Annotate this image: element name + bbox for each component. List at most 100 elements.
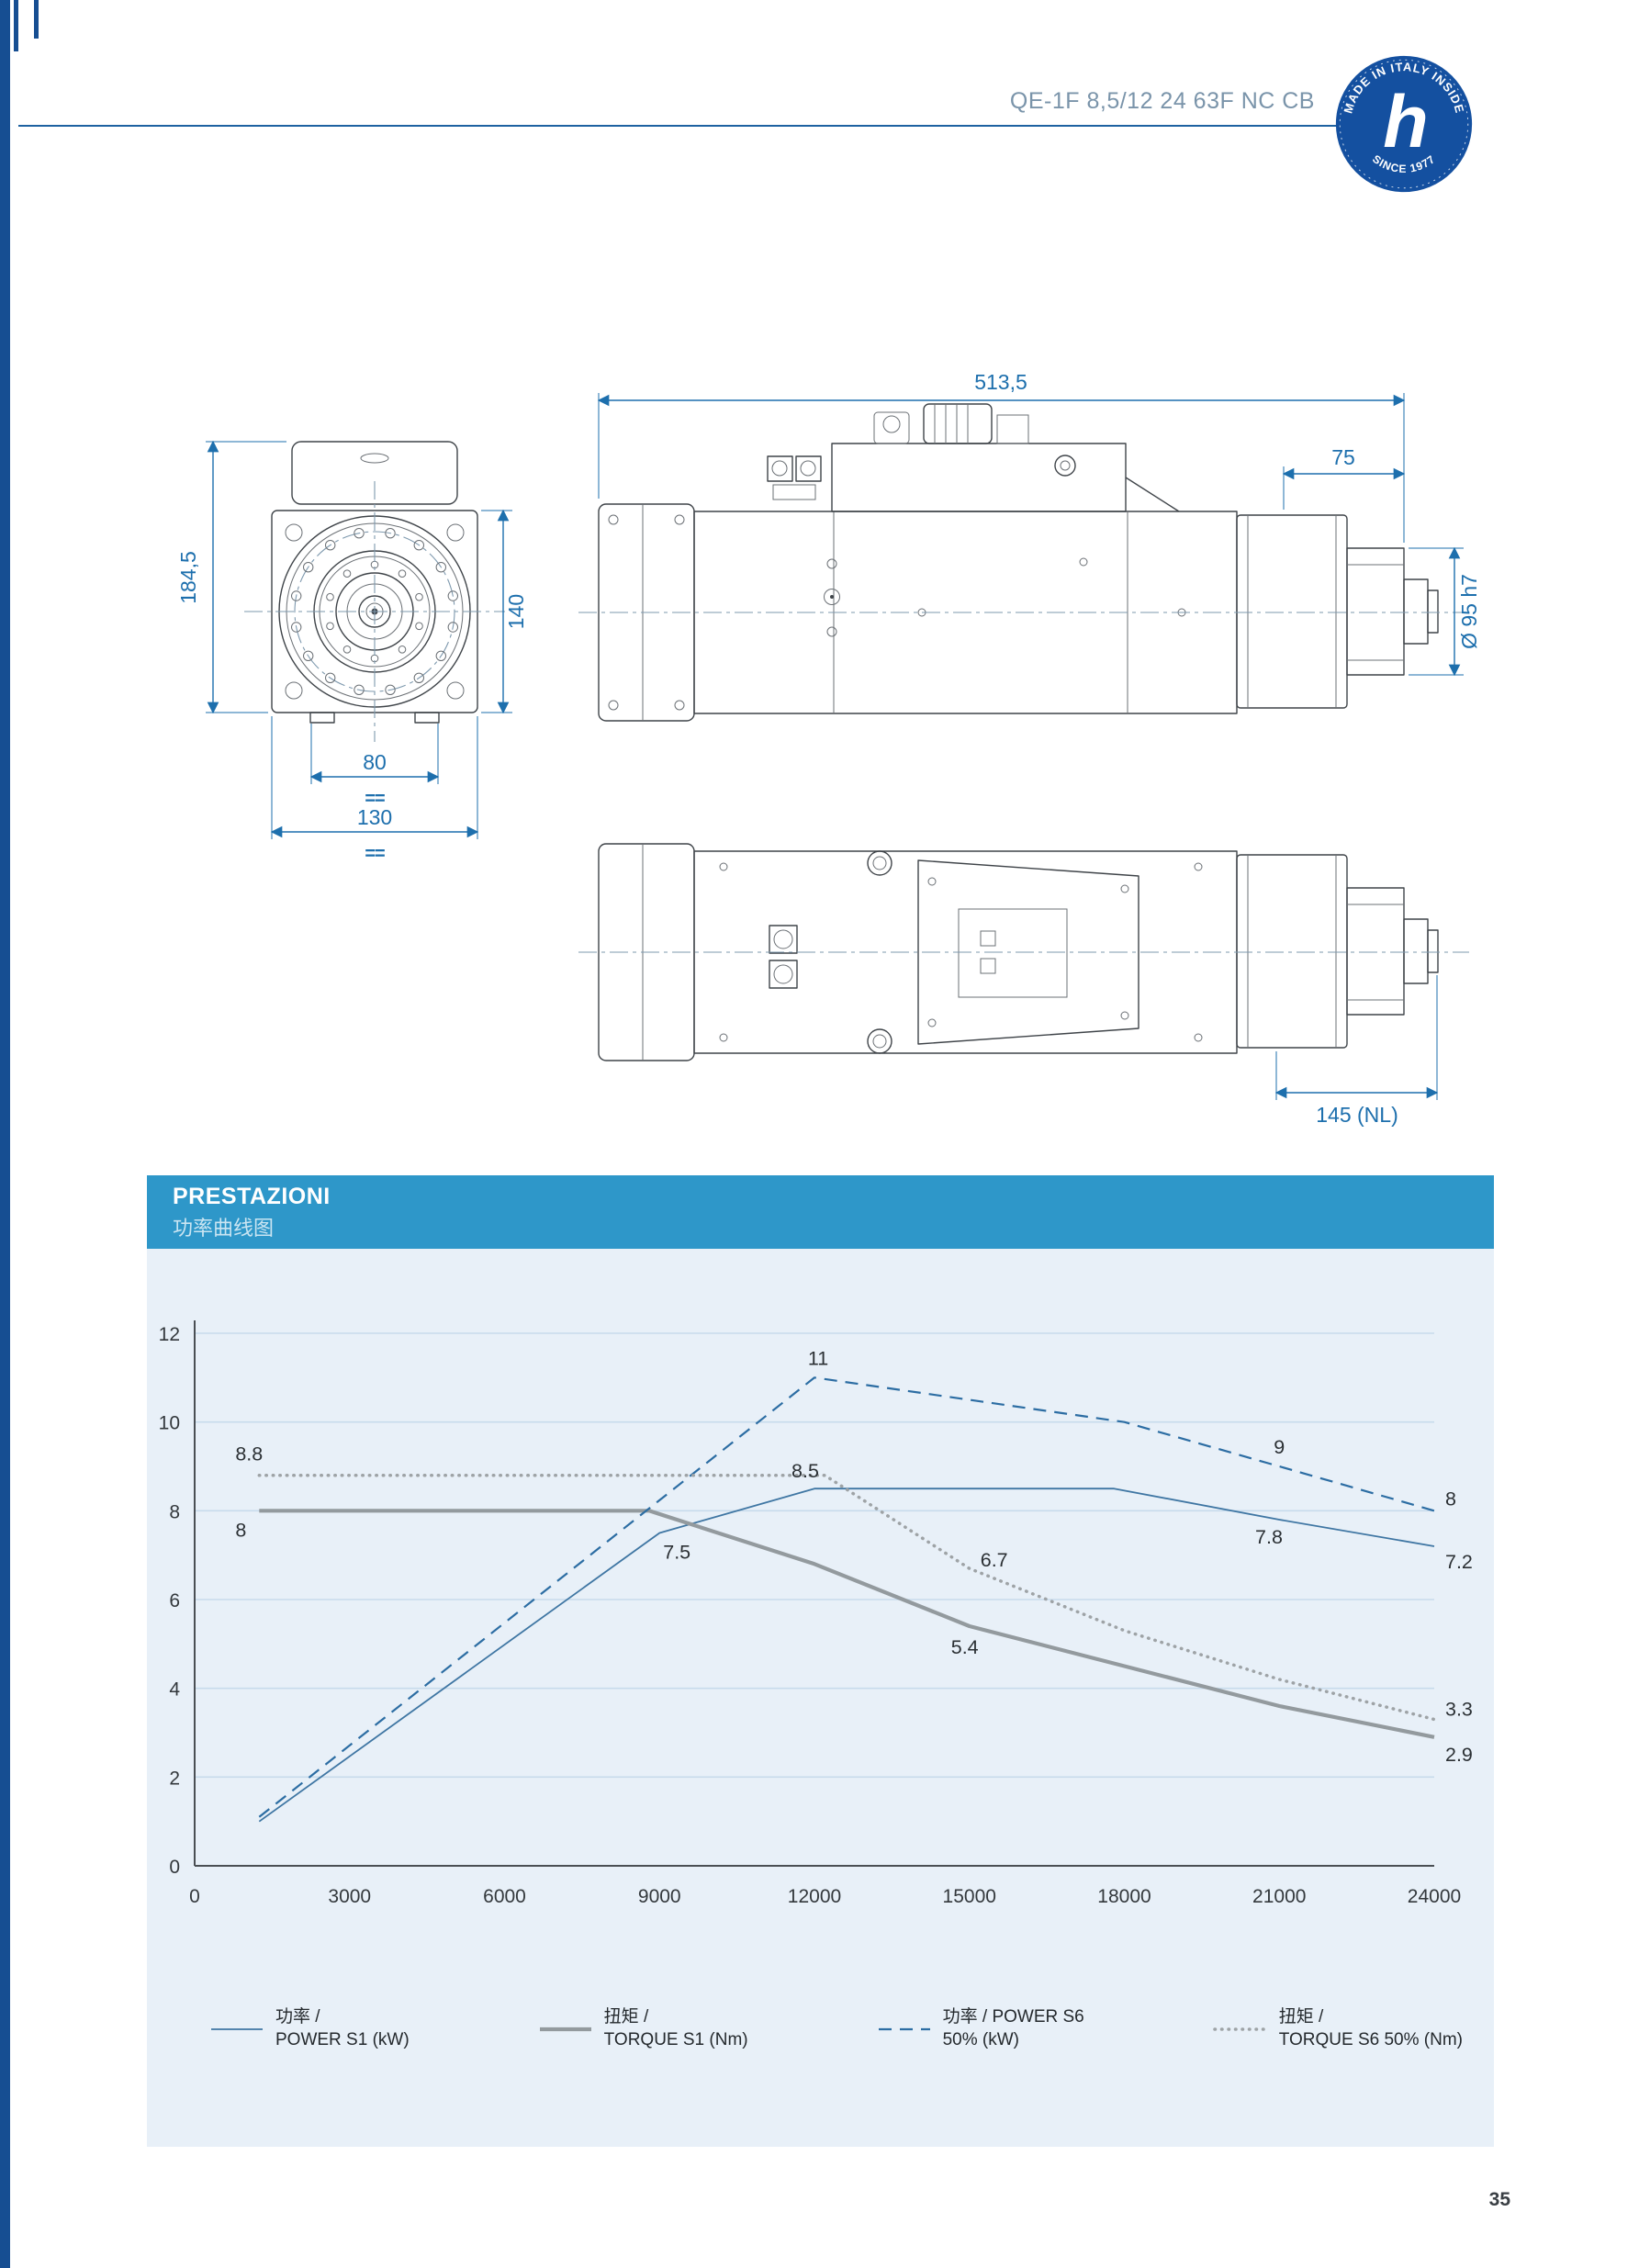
bolt-hole (398, 569, 407, 578)
technical-drawings: 184,5 140 80 == 130 == (176, 370, 1481, 1127)
x-tick-label: 21000 (1252, 1886, 1306, 1907)
dim-bottom-nose-length: 145 (NL) (1274, 975, 1439, 1127)
dim-label-shaft: Ø 95 h7 (1457, 574, 1481, 649)
bolt-hole (415, 592, 423, 601)
symmetry-mark: == (365, 789, 385, 809)
corner-mark (14, 0, 18, 51)
y-tick-label: 0 (169, 1857, 180, 1878)
dim-label-513-5: 513,5 (974, 370, 1027, 394)
bolt-hole (413, 540, 424, 551)
bolt-hole (398, 646, 407, 654)
y-tick-label: 6 (169, 1590, 180, 1611)
symmetry-mark: == (365, 844, 385, 864)
bolt-hole (354, 684, 365, 695)
legend-label: 扭矩 /TORQUE S6 50% (Nm) (1278, 2007, 1463, 2049)
y-tick-label: 10 (159, 1413, 180, 1434)
bolt-hole (303, 650, 314, 661)
bolt-hole (447, 622, 458, 633)
legend-label: 功率 /POWER S1 (kW) (275, 2007, 410, 2049)
left-edge-accent-bar (0, 0, 10, 2268)
header-rule (18, 125, 1339, 127)
panel-subtitle: 功率曲线图 (173, 1216, 275, 1240)
x-tick-label: 6000 (483, 1886, 526, 1907)
value-label: 7.2 (1445, 1551, 1473, 1573)
legend-swatch (211, 2027, 263, 2030)
legend-item: 扭矩 /TORQUE S6 50% (Nm) (1213, 2006, 1463, 2051)
series-line-1 (259, 1509, 1435, 1739)
value-label: 2.9 (1445, 1744, 1473, 1766)
bolt-hole (447, 590, 458, 601)
bolt-hole (326, 622, 334, 631)
bottom-view-drawing (578, 843, 1469, 1061)
value-label: 7.5 (663, 1542, 690, 1564)
dim-label-80: 80 (363, 750, 387, 774)
x-tick-label: 0 (189, 1886, 200, 1907)
value-label: 8 (235, 1519, 246, 1541)
bolt-hole (291, 590, 302, 601)
dim-front-body-width: 130 == (270, 716, 479, 864)
y-tick-label: 8 (169, 1501, 180, 1522)
bolt-hole (385, 528, 396, 539)
dim-side-rear-section: 75 (1282, 445, 1406, 510)
value-label: 11 (808, 1347, 828, 1369)
legend-swatch (539, 2027, 591, 2031)
x-tick-label: 9000 (638, 1886, 681, 1907)
bolt-hole (354, 528, 365, 539)
bolt-hole (303, 562, 314, 573)
dim-side-total-length: 513,5 (597, 370, 1406, 543)
y-tick-label: 12 (159, 1324, 180, 1345)
series-line-3 (257, 1473, 1436, 1722)
dim-front-foot-spacing: 80 == (309, 724, 440, 809)
corner-mark (34, 0, 39, 39)
bolt-hole (385, 684, 396, 695)
logo-letter-h: h (1383, 81, 1428, 163)
x-tick-label: 15000 (943, 1886, 996, 1907)
side-view-drawing (578, 403, 1469, 722)
value-label: 8 (1445, 1488, 1456, 1510)
bolt-hole (325, 540, 336, 551)
x-tick-label: 12000 (788, 1886, 841, 1907)
dim-label-140: 140 (504, 594, 528, 629)
made-in-italy-badge: MADE IN ITALY INSIDE SINCE 1977 h (1335, 55, 1473, 193)
y-tick-label: 4 (169, 1679, 180, 1701)
product-title: QE-1F 8,5/12 24 63F NC CB (1009, 88, 1315, 114)
front-view-drawing (244, 441, 505, 742)
bolt-hole (435, 650, 446, 661)
bolt-hole (291, 622, 302, 633)
value-label: 5.4 (951, 1636, 979, 1658)
y-tick-label: 2 (169, 1768, 180, 1789)
value-label: 7.8 (1255, 1526, 1283, 1548)
x-tick-label: 3000 (328, 1886, 371, 1907)
dim-label-75: 75 (1331, 445, 1355, 469)
series-line-2 (258, 1376, 1435, 1818)
dim-label-130: 130 (357, 805, 392, 829)
legend-swatch (878, 2027, 930, 2030)
performance-panel: PRESTAZIONI 功率曲线图 0 2 4 6 8 10 12 0 3000 6000 9000… (147, 1175, 1494, 2147)
bolt-hole (326, 592, 334, 601)
bolt-hole (415, 622, 423, 631)
series-line-0 (258, 1488, 1435, 1823)
panel-header-band: PRESTAZIONI 功率曲线图 (147, 1175, 1494, 1249)
chart-legend: 功率 /POWER S1 (kW) 扭矩 /TORQUE S1 (Nm) 功率 / … (209, 2006, 1463, 2051)
dim-front-body-height: 140 (481, 509, 528, 714)
value-label: 9 (1274, 1436, 1285, 1458)
x-tick-label: 18000 (1097, 1886, 1151, 1907)
page-number: 35 (1488, 2189, 1510, 2210)
legend-swatch (1213, 2027, 1268, 2031)
value-label: 3.3 (1445, 1699, 1473, 1721)
bolt-hole (435, 562, 446, 573)
bolt-hole (413, 672, 424, 683)
bolt-hole (325, 672, 336, 683)
legend-item: 扭矩 /TORQUE S1 (Nm) (538, 2006, 748, 2051)
bolt-hole (342, 569, 352, 578)
bolt-hole (342, 646, 352, 654)
x-tick-label: 24000 (1408, 1886, 1461, 1907)
dim-front-total-height: 184,5 (176, 440, 286, 714)
value-label: 8.8 (235, 1443, 263, 1465)
value-label: 8.5 (791, 1460, 819, 1482)
performance-chart: 0 2 4 6 8 10 12 0 3000 6000 9000 12000 15000 18000 210… (159, 1320, 1473, 1907)
value-label: 6.7 (981, 1549, 1008, 1571)
